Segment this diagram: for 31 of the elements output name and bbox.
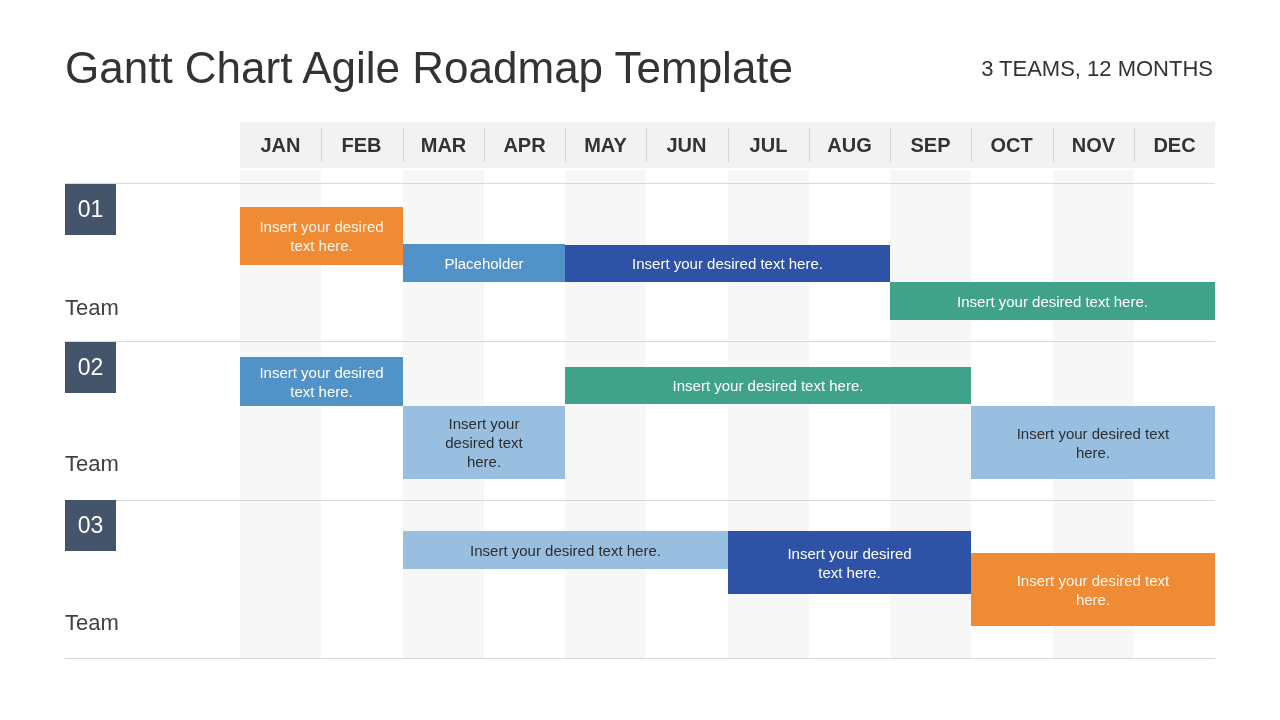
task-bar: Insert your desired text here. bbox=[403, 531, 728, 569]
team-number-box: 02 bbox=[65, 342, 116, 393]
month-label: NOV bbox=[1070, 133, 1117, 158]
task-bar: Insert your desired text here. bbox=[971, 553, 1215, 626]
team-label: Team bbox=[65, 451, 119, 477]
month-label: DEC bbox=[1152, 133, 1197, 158]
month-label: MAY bbox=[583, 133, 628, 158]
team-number-box: 03 bbox=[65, 500, 116, 551]
title: Gantt Chart Agile Roadmap Template bbox=[65, 42, 794, 94]
task-bar: Insert your desired text here. bbox=[403, 406, 565, 479]
team-label: Team bbox=[65, 610, 119, 636]
month-label: APR bbox=[502, 133, 547, 158]
month-label: JAN bbox=[259, 133, 302, 158]
team-label: Team bbox=[65, 295, 119, 321]
task-bar: Insert your desired text here. bbox=[240, 357, 403, 406]
month-label: MAR bbox=[419, 133, 468, 158]
subtitle: 3 TEAMS, 12 MONTHS bbox=[981, 56, 1213, 82]
month-label: AUG bbox=[826, 133, 873, 158]
month-label: SEP bbox=[909, 133, 952, 158]
task-bar: Insert your desired text here. bbox=[890, 282, 1215, 320]
month-label: OCT bbox=[989, 133, 1034, 158]
task-bar: Placeholder bbox=[403, 244, 565, 282]
month-label: JUN bbox=[665, 133, 708, 158]
task-bar: Insert your desired text here. bbox=[971, 406, 1215, 479]
task-bar: Insert your desired text here. bbox=[565, 367, 971, 404]
task-bar: Insert your desired text here. bbox=[565, 245, 890, 282]
month-label: FEB bbox=[340, 133, 383, 158]
task-bar: Insert your desired text here. bbox=[728, 531, 971, 594]
month-label: JUL bbox=[748, 133, 789, 158]
task-bar: Insert your desired text here. bbox=[240, 207, 403, 265]
team-number-box: 01 bbox=[65, 184, 116, 235]
